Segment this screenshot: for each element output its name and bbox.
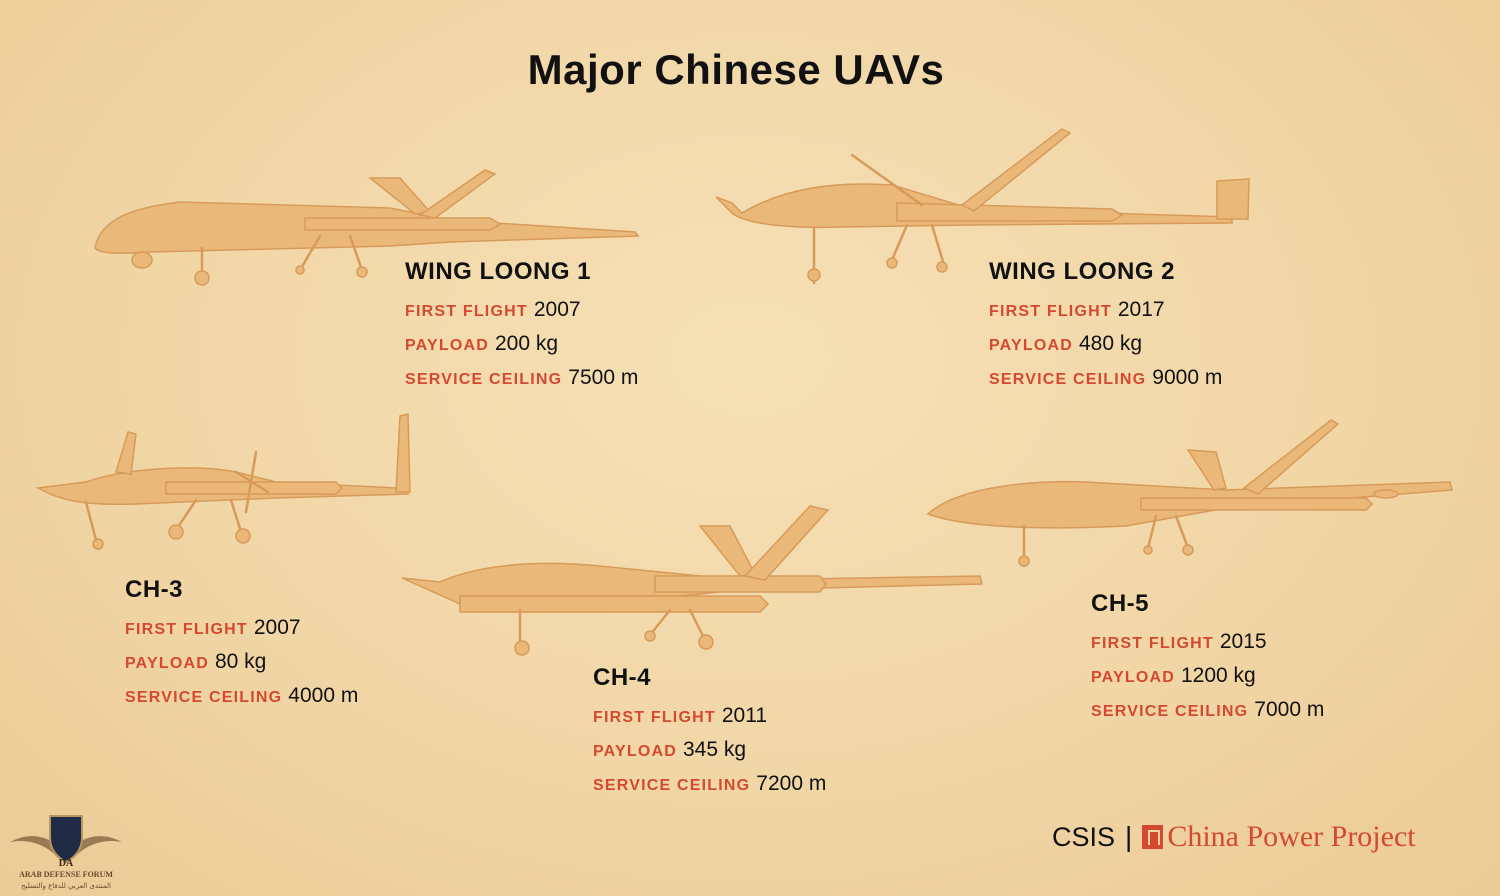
drone-name: WING LOONG 2 — [989, 258, 1175, 285]
china-power-project-label: China Power Project — [1167, 820, 1416, 853]
drone-info-ch-4: CH-4 FIRST FLIGHT 2011 PAYLOAD 345 kg SERV… — [593, 664, 826, 802]
drone-info-wing-loong-2: WING LOONG 2 FIRST FLIGHT 2017 PAYLOAD 480… — [989, 258, 1222, 396]
service-ceiling-value: 4000 m — [288, 684, 359, 707]
watermark-text: ARAB DEFENSE FORUM — [19, 870, 113, 879]
first-flight-label: FIRST FLIGHT — [989, 303, 1112, 320]
ch-4-illustration — [401, 505, 983, 656]
service-ceiling-label: SERVICE CEILING — [1091, 703, 1249, 720]
first-flight-value: 2007 — [533, 298, 581, 321]
drone-name: CH-5 — [1091, 590, 1150, 617]
drone-name: WING LOONG 1 — [405, 258, 591, 285]
separator: | — [1125, 821, 1133, 852]
first-flight-value: 2007 — [253, 616, 301, 639]
payload-label: PAYLOAD — [989, 337, 1073, 354]
first-flight-label: FIRST FLIGHT — [125, 621, 248, 638]
payload-value: 345 kg — [682, 738, 747, 761]
payload-label: PAYLOAD — [125, 655, 209, 672]
service-ceiling-label: SERVICE CEILING — [989, 371, 1147, 388]
first-flight-value: 2017 — [1117, 298, 1165, 321]
payload-label: PAYLOAD — [1091, 669, 1175, 686]
drone-info-wing-loong-1: WING LOONG 1 FIRST FLIGHT 2007 PAYLOAD 200… — [405, 258, 638, 396]
payload-value: 200 kg — [494, 332, 559, 355]
drone-info-ch-5: CH-5 FIRST FLIGHT 2015 PAYLOAD 1200 kg SER… — [1091, 590, 1324, 728]
payload-value: 480 kg — [1078, 332, 1143, 355]
wing-loong-2-illustration — [715, 128, 1250, 285]
svg-text:DA: DA — [59, 858, 74, 869]
page-title: Major Chinese UAVs — [527, 46, 945, 93]
service-ceiling-value: 7500 m — [568, 366, 639, 389]
payload-label: PAYLOAD — [593, 743, 677, 760]
service-ceiling-value: 7000 m — [1254, 698, 1325, 721]
service-ceiling-label: SERVICE CEILING — [125, 689, 283, 706]
first-flight-value: 2011 — [721, 704, 768, 727]
service-ceiling-label: SERVICE CEILING — [593, 777, 751, 794]
payload-value: 80 kg — [214, 650, 267, 673]
first-flight-label: FIRST FLIGHT — [405, 303, 528, 320]
payload-value: 1200 kg — [1180, 664, 1256, 687]
service-ceiling-value: 7200 m — [756, 772, 827, 795]
first-flight-label: FIRST FLIGHT — [593, 709, 716, 726]
drone-name: CH-3 — [125, 576, 184, 603]
footer-credit: CSIS | China Power Project — [1052, 818, 1416, 856]
watermark-subtext: المنتدى العربي للدفاع والتسليح — [21, 882, 111, 890]
service-ceiling-value: 9000 m — [1152, 366, 1223, 389]
csis-label: CSIS — [1052, 821, 1116, 852]
first-flight-label: FIRST FLIGHT — [1091, 635, 1214, 652]
service-ceiling-label: SERVICE CEILING — [405, 371, 563, 388]
payload-label: PAYLOAD — [405, 337, 489, 354]
ch-5-illustration — [926, 419, 1453, 567]
china-power-project-logo-icon — [1142, 825, 1164, 849]
drone-info-ch-3: CH-3 FIRST FLIGHT 2007 PAYLOAD 80 kg SERVI… — [125, 576, 358, 714]
drone-name: CH-4 — [593, 664, 652, 691]
first-flight-value: 2015 — [1219, 630, 1267, 653]
eagle-shield-logo-icon: DA — [10, 815, 122, 869]
ch-3-illustration — [35, 413, 411, 550]
wing-loong-1-illustration — [94, 169, 640, 286]
arab-defense-forum-watermark: DA ARAB DEFENSE FORUM المنتدى العربي للد… — [6, 808, 126, 894]
